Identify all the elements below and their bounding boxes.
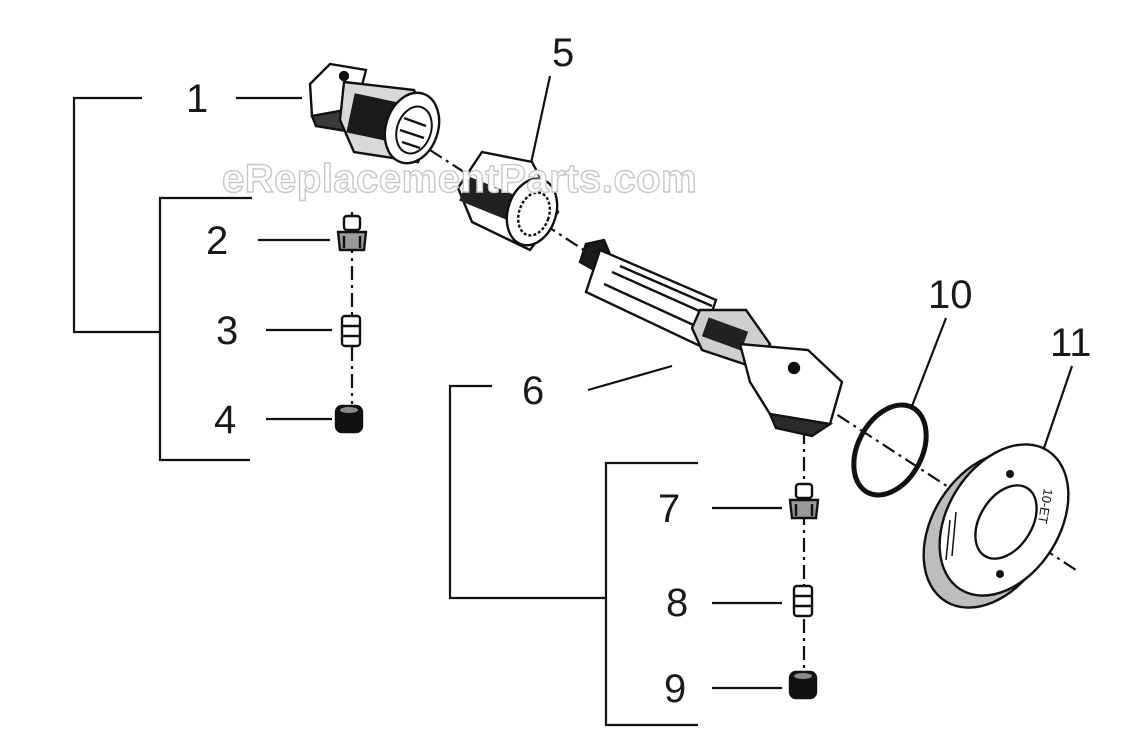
callout-5: 5 — [552, 31, 574, 75]
callout-7: 7 — [658, 487, 680, 531]
callout-1: 1 — [186, 77, 208, 121]
callout-6: 6 — [522, 369, 544, 413]
drive-shaft-icon — [578, 238, 844, 438]
square-drive-socket-adapter-icon — [308, 62, 441, 165]
grease-fitting-icon — [788, 482, 820, 520]
ring-marking: 10-ET — [1035, 487, 1056, 525]
callout-9: 9 — [664, 667, 686, 711]
set-screw-icon — [788, 670, 818, 700]
leader-6 — [587, 364, 673, 392]
callout-10: 10 — [928, 273, 973, 317]
leader-10 — [910, 317, 948, 407]
grease-fitting-icon — [336, 214, 368, 252]
callout-3: 3 — [216, 309, 238, 353]
o-ring-icon — [851, 402, 929, 498]
leader-11 — [1042, 365, 1074, 449]
callout-8: 8 — [666, 581, 688, 625]
watermark-text: eReplacementParts.com — [222, 157, 697, 201]
bracket-group-1 — [72, 96, 160, 334]
threaded-retaining-ring-icon: 10-ET — [922, 443, 1070, 609]
check-valve-icon — [792, 584, 814, 618]
check-valve-icon — [340, 314, 362, 348]
bracket-group-6 — [448, 384, 606, 600]
callout-11: 11 — [1050, 321, 1092, 365]
callout-2: 2 — [206, 219, 228, 263]
callout-4: 4 — [214, 398, 236, 442]
bracket-group-2-4 — [158, 196, 252, 462]
bracket-group-7-9 — [604, 461, 698, 727]
set-screw-icon — [334, 404, 364, 434]
leader-5 — [528, 75, 552, 169]
splined-coupling-sleeve-icon — [456, 150, 560, 252]
